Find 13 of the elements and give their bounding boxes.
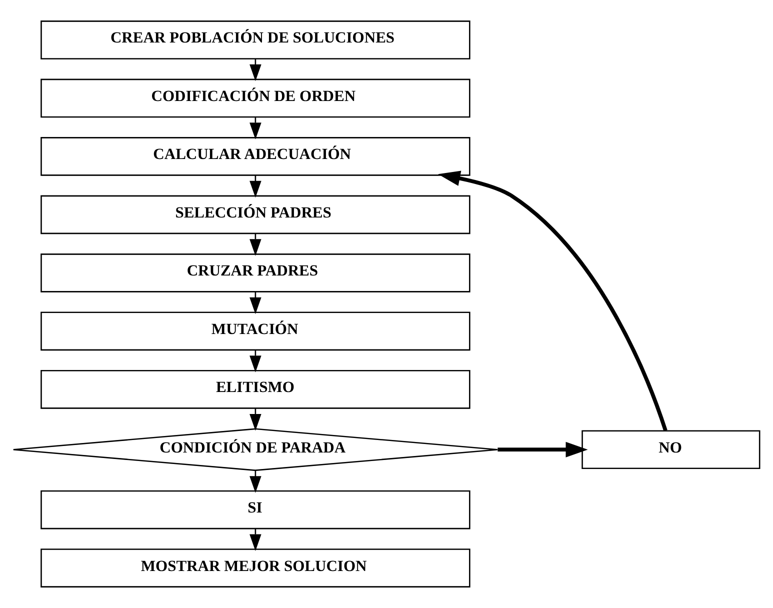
node-box: CODIFICACIÓN DE ORDEN xyxy=(40,78,470,118)
node-box: CALCULAR ADECUACIÓN xyxy=(40,137,470,176)
node-box: MUTACIÓN xyxy=(40,312,470,351)
node-box: SI xyxy=(40,490,470,530)
node-box: ELITISMO xyxy=(40,370,470,409)
node-box: MOSTRAR MEJOR SOLUCION xyxy=(40,548,470,588)
node-box: NO xyxy=(582,430,760,470)
node-box: CREAR POBLACIÓN DE SOLUCIONES xyxy=(40,20,470,60)
arrow xyxy=(498,442,588,458)
node-diamond: CONDICIÓN DE PARADA xyxy=(12,428,498,471)
node-box: CRUZAR PADRES xyxy=(40,254,470,292)
arrow xyxy=(438,170,668,432)
node-box: SELECCIÓN PADRES xyxy=(40,195,470,234)
